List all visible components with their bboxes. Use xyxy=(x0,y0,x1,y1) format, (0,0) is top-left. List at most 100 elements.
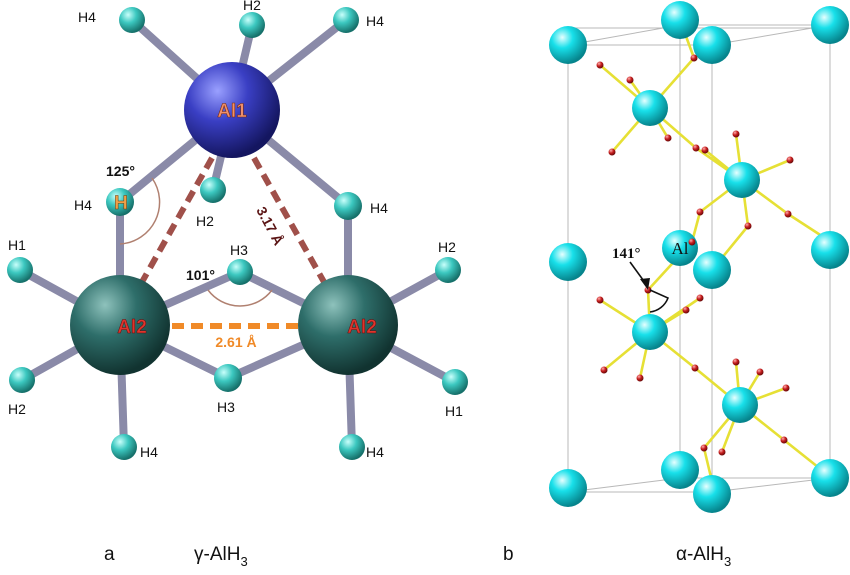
al2-atom-right xyxy=(298,275,398,375)
al2-atom-left xyxy=(70,275,170,375)
panel-a-title: γ-AlH3 xyxy=(194,544,248,569)
al1-atom xyxy=(184,62,280,158)
h-atom xyxy=(696,208,704,216)
angle-arrow-head xyxy=(640,278,650,290)
h2-right-label: H2 xyxy=(438,239,456,255)
h-atom xyxy=(200,177,226,203)
al-atom xyxy=(693,475,731,513)
h-atom xyxy=(691,364,699,372)
h-atom xyxy=(608,148,616,156)
h-atom xyxy=(664,134,672,142)
h2-top-label: H2 xyxy=(243,0,261,13)
h-atom xyxy=(111,434,137,460)
hydrogens-a xyxy=(7,7,468,460)
h-atom xyxy=(626,76,634,84)
al-atom xyxy=(811,231,849,269)
h-atom xyxy=(334,192,362,220)
al-atom-label: Al xyxy=(672,239,689,258)
h-atom xyxy=(214,364,242,392)
angle-h-label: 125° xyxy=(106,163,135,179)
h-atom xyxy=(688,238,696,246)
angle-141-label: 141° xyxy=(612,246,641,262)
panel-b-letter: b xyxy=(503,544,514,565)
h-atom xyxy=(9,367,35,393)
h-atom xyxy=(756,368,764,376)
h-atom xyxy=(600,366,608,374)
h-atom xyxy=(596,296,604,304)
h1-right-label: H1 xyxy=(445,403,463,419)
h-atom xyxy=(782,384,790,392)
panel-a: Al1 Al2 Al2 H H4 H2 H4 H4 H2 H4 H3 H1 H2… xyxy=(7,0,468,569)
h-atom xyxy=(700,444,708,452)
al2-right-label: Al2 xyxy=(347,317,377,338)
al-atom xyxy=(549,243,587,281)
h3-top-label: H3 xyxy=(230,242,248,258)
al-atom xyxy=(724,162,760,198)
h-atom xyxy=(692,144,700,152)
h-atom xyxy=(442,369,468,395)
h-atom xyxy=(435,257,461,283)
al2-left-label: Al2 xyxy=(117,317,147,338)
h4-top-right-label: H4 xyxy=(366,13,384,29)
h2-mid-label: H2 xyxy=(196,213,214,229)
h4-right-label: H4 xyxy=(370,200,388,216)
h2-left-label: H2 xyxy=(8,401,26,417)
al-atom-labeled xyxy=(662,230,698,266)
h1-left-label: H1 xyxy=(8,237,26,253)
h-atom xyxy=(784,210,792,218)
al1-label: Al1 xyxy=(217,101,247,122)
al-atom xyxy=(693,26,731,64)
al-atom xyxy=(549,469,587,507)
angle-arc-h xyxy=(119,177,161,245)
al-atom xyxy=(632,90,668,126)
h-atom xyxy=(732,130,740,138)
h-atom xyxy=(718,448,726,456)
angle-h3-label: 101° xyxy=(186,267,215,283)
cell-edge xyxy=(711,477,831,493)
panel-a-letter: a xyxy=(104,544,115,565)
h-atom xyxy=(239,12,265,38)
cell-edge xyxy=(711,24,831,46)
al-atoms-b xyxy=(549,1,849,513)
h-atom xyxy=(596,61,604,69)
al-atom xyxy=(693,251,731,289)
al-atom xyxy=(632,314,668,350)
h-atom xyxy=(786,156,794,164)
h-atom xyxy=(636,374,644,382)
h3-bottom-label: H3 xyxy=(217,399,235,415)
h4-bottom-left-label: H4 xyxy=(140,444,158,460)
al-atom xyxy=(811,459,849,497)
h-atom xyxy=(744,222,752,230)
h-atom xyxy=(119,7,145,33)
angle-arc-h3 xyxy=(207,289,273,307)
panel-b: 141° Al b α-AlH3 xyxy=(503,1,849,569)
h-atom xyxy=(780,436,788,444)
h-atom xyxy=(732,358,740,366)
al-atom xyxy=(661,451,699,489)
h4-bottom-right-label: H4 xyxy=(366,444,384,460)
h-atom xyxy=(227,259,253,285)
h-atom xyxy=(339,434,365,460)
h-atoms-b xyxy=(596,54,794,456)
al-atom xyxy=(811,6,849,44)
al-atom xyxy=(661,1,699,39)
dash-al1-al2-right xyxy=(251,156,327,284)
al-atom xyxy=(549,26,587,64)
h-atom xyxy=(690,54,698,62)
h4-left-label: H4 xyxy=(74,197,92,213)
h4-top-left-label: H4 xyxy=(78,9,96,25)
h-bridge-label: H xyxy=(114,193,128,214)
al-atom xyxy=(722,387,758,423)
h-atom-bridge xyxy=(106,188,134,216)
h-atom xyxy=(701,146,709,154)
h-atom xyxy=(7,257,33,283)
h-atom xyxy=(682,306,690,314)
panel-b-title: α-AlH3 xyxy=(676,544,731,569)
angle-arc-b xyxy=(649,289,670,313)
h-atom xyxy=(696,294,704,302)
dist-al2-al2-label: 2.61 Å xyxy=(215,334,256,350)
dash-al1-al2-left xyxy=(139,156,215,284)
h-atom xyxy=(333,7,359,33)
